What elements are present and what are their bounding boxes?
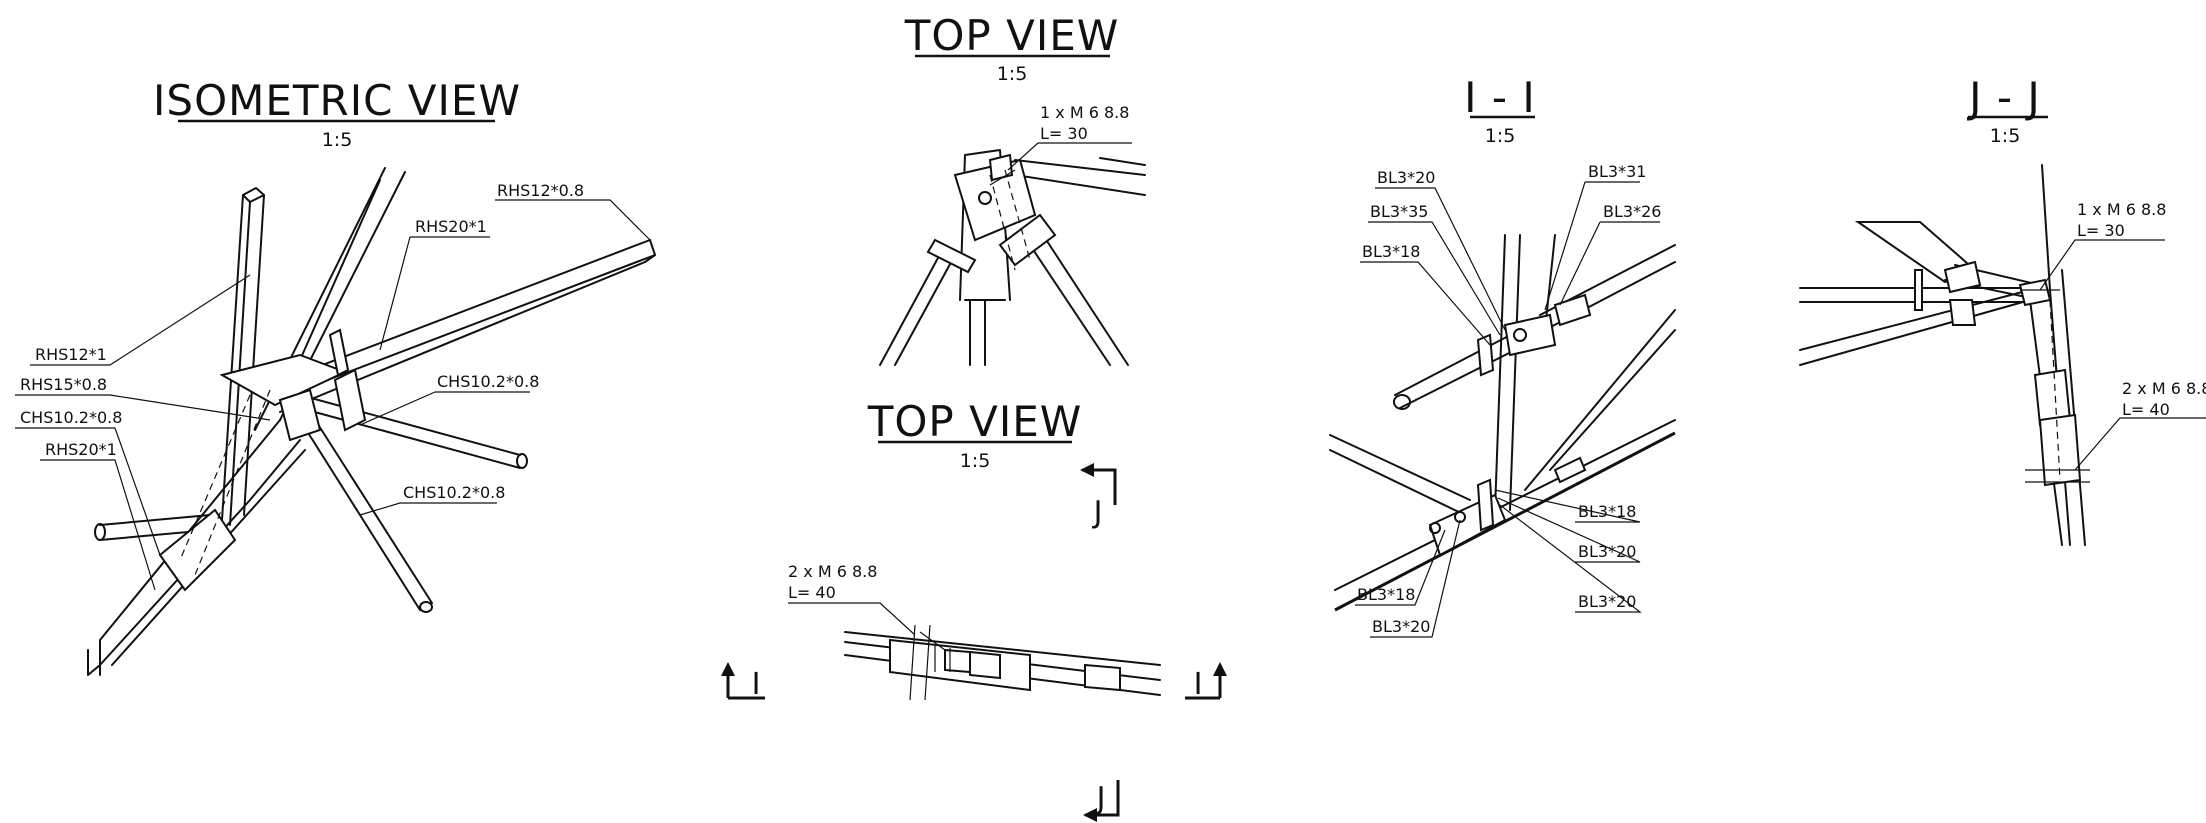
- sec-i-label-bl3-31: BL3*31: [1588, 162, 1646, 181]
- top2-bolt-length: L= 40: [788, 583, 836, 602]
- isometric-view: ISOMETRIC VIEW 1:5: [15, 76, 656, 676]
- iso-label-rhs15-0.8: RHS15*0.8: [20, 375, 107, 394]
- iso-label-chs10.2-right: CHS10.2*0.8: [437, 372, 539, 391]
- sec-i-label-bl3-35: BL3*35: [1370, 202, 1428, 221]
- section-j-j-scale: 1:5: [1990, 125, 2021, 147]
- iso-label-chs10.2-left: CHS10.2*0.8: [20, 408, 122, 427]
- section-j-j-title: J - J: [1966, 73, 2041, 122]
- sec-i-label-bl3-20-c: BL3*20: [1578, 592, 1636, 611]
- top-view-lower: TOP VIEW 1:5 2 x M 6 8.8 L= 40: [788, 397, 1161, 701]
- top1-bolt-leader: [1007, 142, 1132, 171]
- sec-i-label-bl3-20-a: BL3*20: [1377, 168, 1435, 187]
- sec-i-labels: BL3*20 BL3*35 BL3*18 BL3*31 BL3*26 BL3*1…: [1357, 162, 1661, 636]
- sec-i-label-bl3-20-b: BL3*20: [1578, 542, 1636, 561]
- section-i-i-scale: 1:5: [1485, 125, 1516, 147]
- top1-members: [879, 149, 1146, 366]
- isometric-view-title: ISOMETRIC VIEW: [153, 76, 521, 125]
- section-i-i: I - I 1:5: [1329, 73, 1676, 638]
- iso-leaders: [15, 199, 651, 591]
- top-view-upper-title: TOP VIEW: [904, 11, 1120, 60]
- svg-text:J: J: [1095, 781, 1106, 816]
- section-mark-i-left: I: [721, 662, 765, 702]
- iso-label-rhs12-0.8: RHS12*0.8: [497, 181, 584, 200]
- top2-bolt-count: 2 x M 6 8.8: [788, 562, 877, 581]
- iso-label-rhs12-1: RHS12*1: [35, 345, 107, 364]
- iso-label-rhs20-1-top: RHS20*1: [415, 217, 487, 236]
- top-view-upper: TOP VIEW 1:5 1 x M 6 8.8 L= 30: [879, 11, 1146, 366]
- section-mark-i-right: I: [1185, 662, 1227, 702]
- top1-bolt-count: 1 x M 6 8.8: [1040, 103, 1129, 122]
- sec-i-label-bl3-18-b: BL3*18: [1578, 502, 1636, 521]
- sec-j-members: [1799, 164, 2090, 546]
- sec-j-bolt1-count: 1 x M 6 8.8: [2077, 200, 2166, 219]
- iso-label-chs10.2-bottom: CHS10.2*0.8: [403, 483, 505, 502]
- sec-i-label-bl3-26: BL3*26: [1603, 202, 1661, 221]
- section-mark-j-bottom: J: [1083, 780, 1120, 822]
- section-j-j: J - J 1:5 1 x M 6 8.8: [1799, 73, 2206, 546]
- iso-gusset-plates: [158, 328, 367, 592]
- sec-i-label-bl3-18-a: BL3*18: [1362, 242, 1420, 261]
- sec-j-bolt1-leader: [2039, 239, 2165, 291]
- iso-labels: RHS12*0.8 RHS20*1 RHS12*1 RHS15*0.8 CHS1…: [20, 181, 584, 502]
- top-view-upper-scale: 1:5: [997, 63, 1028, 85]
- sec-j-bolt2-count: 2 x M 6 8.8: [2122, 379, 2206, 398]
- sec-i-members: [1329, 234, 1676, 612]
- svg-text:J: J: [1092, 495, 1103, 530]
- section-mark-j-top: J: [1080, 463, 1117, 530]
- svg-text:I: I: [1194, 667, 1203, 702]
- section-i-i-title: I - I: [1464, 73, 1536, 122]
- sec-i-leaders: [1355, 181, 1660, 638]
- top-view-lower-scale: 1:5: [960, 450, 991, 472]
- sec-i-label-bl3-18-c: BL3*18: [1357, 585, 1415, 604]
- sec-j-bolt1-length: L= 30: [2077, 221, 2125, 240]
- isometric-view-scale: 1:5: [322, 129, 353, 151]
- sec-j-bolt2-length: L= 40: [2122, 400, 2170, 419]
- top-view-lower-title: TOP VIEW: [867, 397, 1083, 446]
- iso-label-rhs20-1-left: RHS20*1: [45, 440, 117, 459]
- top2-members: [844, 624, 1161, 701]
- svg-text:I: I: [752, 667, 761, 702]
- top1-bolt-length: L= 30: [1040, 124, 1088, 143]
- sec-j-bolt2-leader: [2074, 417, 2206, 471]
- sec-i-label-bl3-20-d: BL3*20: [1372, 617, 1430, 636]
- iso-vertical-post: [221, 187, 265, 526]
- section-markers: J I I J: [721, 463, 1227, 822]
- top2-bolt-leader: [788, 602, 916, 636]
